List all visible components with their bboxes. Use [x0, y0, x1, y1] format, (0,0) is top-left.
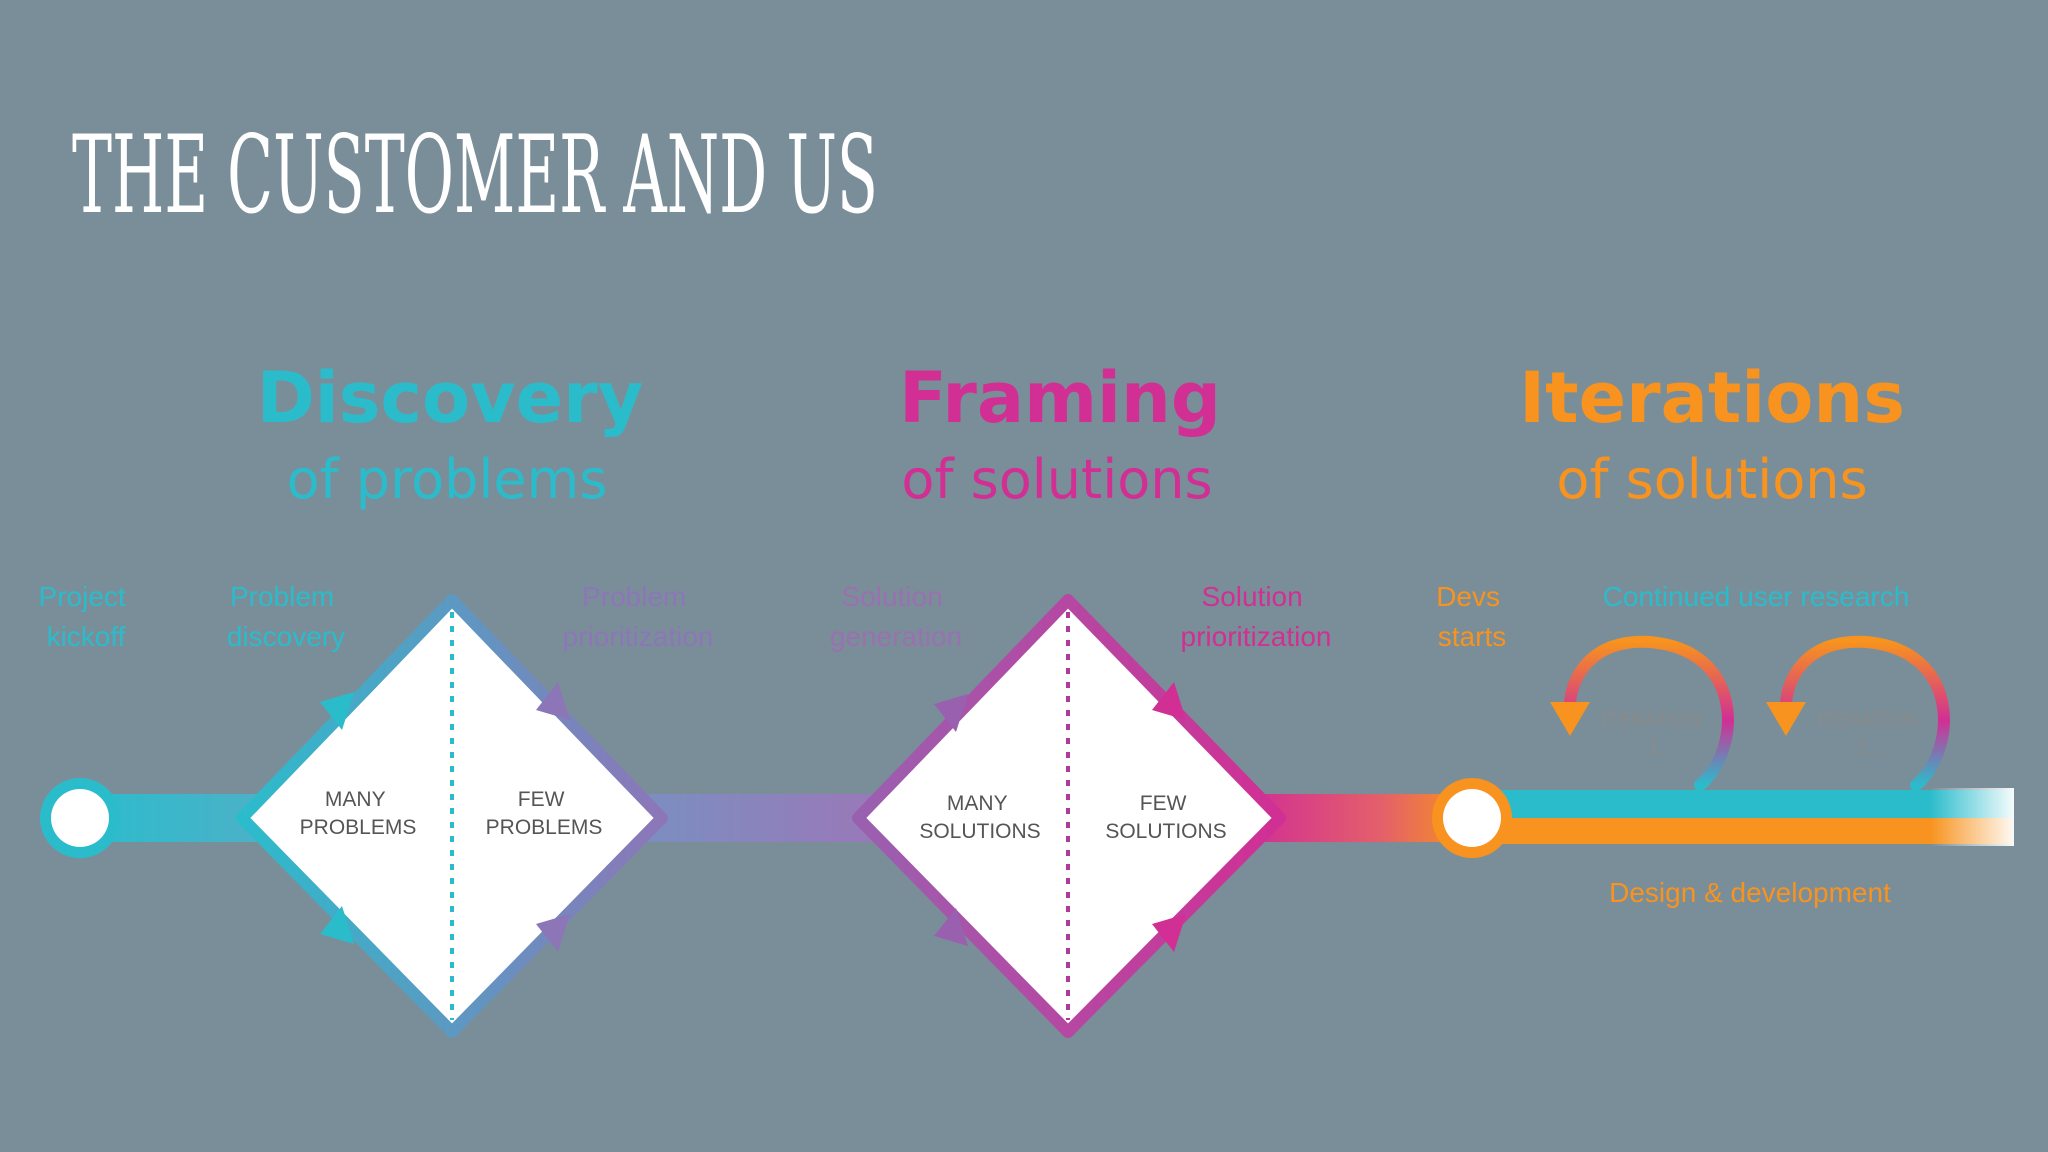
problem-discovery-label: Problem discovery: [227, 581, 345, 652]
slide-title: THE CUSTOMER AND US: [72, 113, 878, 238]
arrow-icon: [320, 692, 354, 730]
iterations-heading: Iterations: [1519, 357, 1905, 439]
iteration-2-label: ITERATION 2...: [1817, 710, 1922, 759]
arrow-icon: [1550, 702, 1590, 736]
continued-research-label: Continued user research: [1603, 581, 1910, 612]
project-kickoff-label: Project kickoff: [39, 581, 134, 652]
iteration-1-loop: [1564, 635, 1734, 791]
arrow-icon: [1152, 682, 1186, 720]
kickoff-milestone-core: [51, 789, 109, 847]
arrow-icon: [536, 682, 570, 720]
arrow-icon: [320, 906, 354, 944]
many-problems-label: MANY PROBLEMS: [300, 788, 417, 839]
devs-starts-label: Devs starts: [1436, 581, 1508, 652]
arrow-icon: [536, 914, 570, 952]
arrow-icon: [1766, 702, 1806, 736]
devs-starts-milestone-core: [1443, 789, 1501, 847]
design-development-label: Design & development: [1609, 877, 1891, 908]
few-problems-label: FEW PROBLEMS: [486, 788, 603, 839]
arrow-icon: [934, 694, 968, 732]
arrow-icon: [934, 908, 968, 946]
problem-prioritization-label: Problem prioritization: [563, 581, 714, 652]
few-solutions-label: FEW SOLUTIONS: [1105, 792, 1226, 843]
solution-prioritization-label: Solution prioritization: [1181, 581, 1332, 652]
framing-heading: Framing: [899, 357, 1221, 439]
solution-generation-label: Solution generation: [830, 581, 962, 652]
timeline-bar-research: [1470, 790, 2012, 818]
timeline-fade: [1930, 788, 2014, 846]
iterations-subheading: of solutions: [1556, 448, 1867, 511]
arrow-icon: [1152, 914, 1186, 952]
iteration-2-loop: [1780, 635, 1950, 791]
iteration-1-label: ITERATION 1: [1601, 710, 1706, 759]
discovery-subheading: of problems: [287, 448, 608, 511]
discovery-heading: Discovery: [257, 357, 644, 439]
framing-subheading: of solutions: [901, 448, 1212, 511]
timeline-bar-transition: [640, 794, 880, 842]
many-solutions-label: MANY SOLUTIONS: [919, 792, 1040, 843]
timeline-bar-design: [1470, 818, 2012, 844]
